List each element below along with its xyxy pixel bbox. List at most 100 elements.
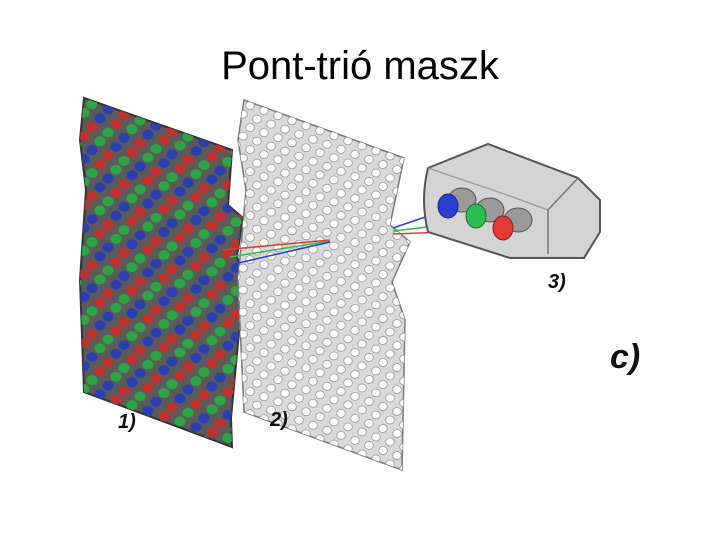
mask-hole (294, 415, 304, 425)
mask-hole (266, 405, 276, 415)
mask-hole (322, 271, 332, 281)
phosphor-dot (86, 375, 98, 386)
mask-hole (308, 200, 318, 210)
mask-hole (273, 375, 283, 385)
phosphor-dot (142, 244, 154, 255)
phosphor-dot (215, 465, 226, 475)
phosphor-dot (126, 400, 138, 411)
mask-hole (252, 312, 262, 322)
mask-hole (336, 452, 346, 462)
mask-hole (301, 275, 311, 285)
mask-hole (308, 310, 318, 320)
mask-hole (301, 209, 311, 219)
mask-hole (365, 507, 374, 515)
mask-hole (308, 398, 318, 408)
phosphor-dot (159, 480, 170, 490)
phosphor-dot (214, 303, 226, 314)
phosphor-dot (110, 141, 122, 152)
mask-hole (350, 259, 360, 269)
phosphor-dot (94, 182, 106, 193)
phosphor-dot (231, 470, 242, 480)
phosphor-dot (174, 278, 186, 289)
mask-hole (351, 502, 360, 510)
mask-hole (357, 273, 367, 283)
mask-hole (273, 199, 283, 209)
mask-hole (294, 173, 304, 183)
phosphor-dot (118, 201, 130, 212)
phosphor-dot (182, 177, 194, 188)
mask-hole (245, 431, 255, 441)
mask-hole (315, 280, 325, 290)
phosphor-dot (159, 457, 170, 467)
phosphor-dot (134, 253, 146, 264)
mask-hole (364, 155, 374, 164)
phosphor-dot (142, 175, 154, 186)
mask-hole (371, 278, 381, 288)
phosphor-dot (94, 435, 106, 446)
phosphor-dot (199, 459, 210, 469)
mask-hole (294, 217, 304, 227)
mask-hole (379, 512, 388, 520)
mask-hole (378, 182, 388, 191)
phosphor-dot (158, 204, 170, 215)
mask-hole (238, 118, 241, 127)
phosphor-dot (190, 352, 202, 363)
phosphor-dot (230, 378, 242, 389)
mask-hole (252, 290, 262, 300)
phosphor-dot (206, 358, 218, 369)
phosphor-dot (166, 310, 178, 321)
mask-hole (343, 246, 353, 256)
phosphor-dot (230, 171, 242, 182)
phosphor-dot (222, 340, 234, 351)
phosphor-dot (190, 398, 202, 409)
mask-hole (266, 119, 276, 129)
phosphor-dot (134, 207, 146, 218)
mask-hole (252, 136, 262, 146)
phosphor-dot (142, 313, 154, 324)
mask-hole (364, 177, 374, 186)
phosphor-dot (207, 450, 218, 460)
mask-hole (336, 276, 346, 286)
mask-hole (280, 168, 290, 178)
mask-hole (357, 207, 367, 217)
mask-hole (280, 146, 290, 156)
mask-hole (323, 492, 332, 500)
phosphor-dot (231, 447, 242, 457)
mask-hole (336, 386, 346, 396)
mask-hole (350, 281, 360, 291)
phosphor-dot (119, 455, 130, 465)
mask-hole (336, 144, 346, 154)
mask-hole (294, 129, 304, 139)
mask-hole (392, 275, 402, 284)
mask-hole (280, 234, 290, 244)
phosphor-dot (80, 415, 82, 426)
phosphor-dot (86, 329, 98, 340)
mask-hole (364, 221, 374, 230)
gun-blue (437, 193, 459, 219)
mask-hole (406, 192, 410, 201)
phosphor-dot (142, 290, 154, 301)
phosphor-dot (94, 343, 106, 354)
phosphor-dot (206, 266, 218, 277)
phosphor-dot (174, 209, 186, 220)
phosphor-dot (110, 279, 122, 290)
mask-hole (399, 332, 409, 342)
phosphor-dot (167, 448, 178, 458)
mask-hole (301, 231, 311, 241)
phosphor-dot (182, 246, 194, 257)
mask-hole (357, 339, 367, 349)
phosphor-dot (94, 389, 106, 400)
phosphor-dot (158, 296, 170, 307)
mask-hole (252, 224, 262, 234)
phosphor-dot (166, 379, 178, 390)
mask-hole (343, 202, 353, 212)
mask-hole (371, 300, 381, 310)
mask-hole (273, 221, 283, 231)
mask-hole (294, 195, 304, 205)
phosphor-dot (86, 191, 98, 202)
mask-hole (372, 477, 381, 485)
mask-hole (364, 331, 374, 340)
phosphor-dot (198, 160, 210, 171)
phosphor-dot (126, 124, 138, 135)
phosphor-dot (174, 324, 186, 335)
